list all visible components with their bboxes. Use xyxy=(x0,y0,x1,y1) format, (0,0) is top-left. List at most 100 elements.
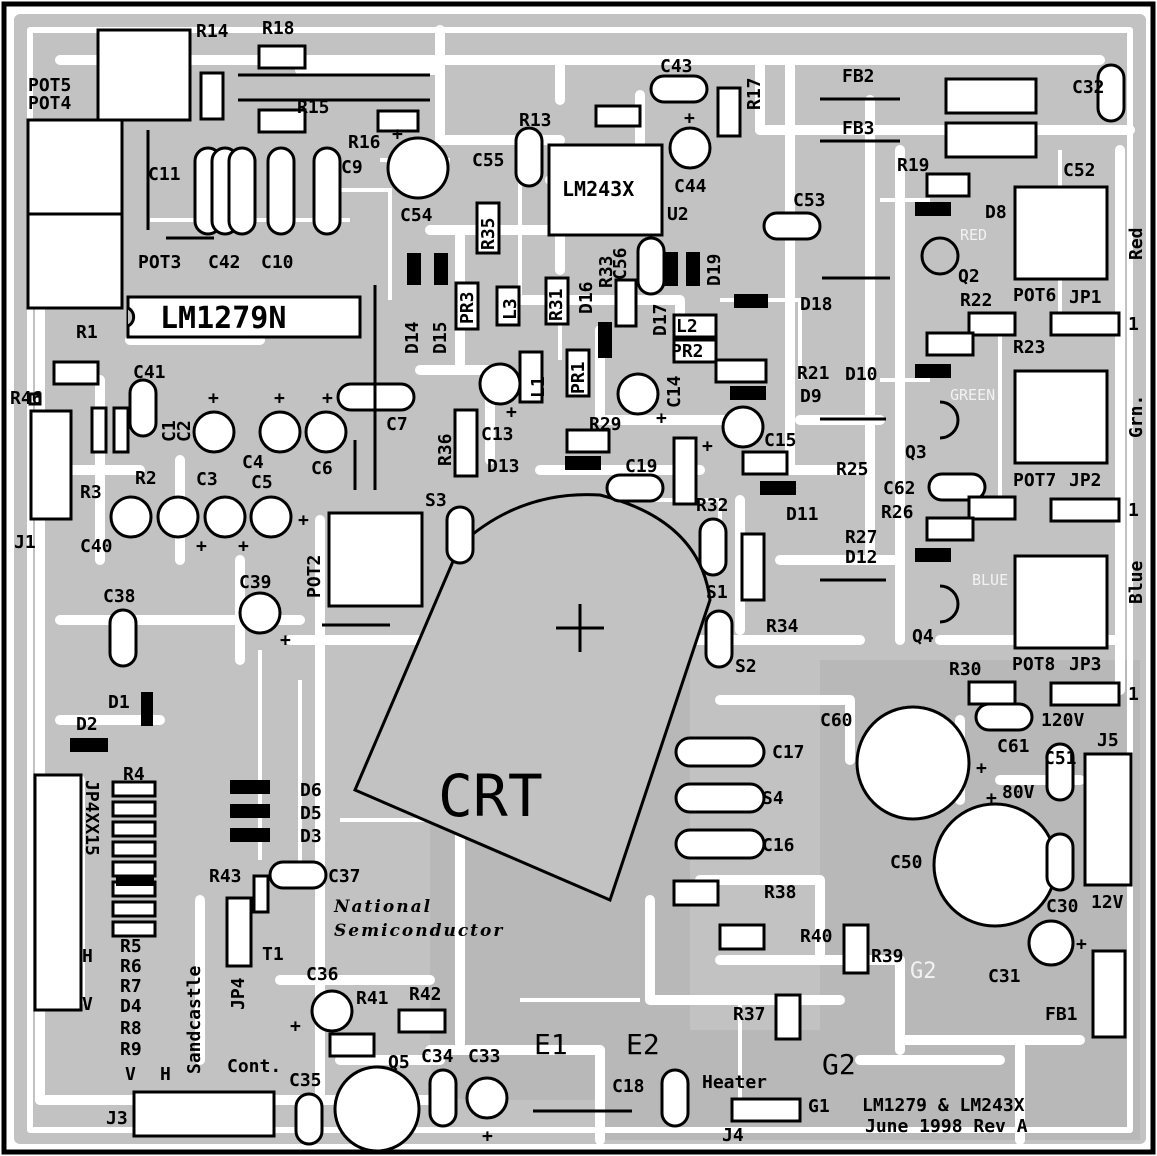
ref-c17: C17 xyxy=(772,742,805,763)
ref-r43: R43 xyxy=(209,866,242,887)
ref-c36: C36 xyxy=(306,964,339,985)
ref-d9: D9 xyxy=(800,386,822,407)
svg-text:+: + xyxy=(298,510,309,531)
maker-line1: National xyxy=(333,897,432,917)
ref-r27: R27 xyxy=(845,527,878,548)
jp4-label: JP4 xyxy=(228,977,249,1010)
jp4xx15-label: JP4XX15 xyxy=(81,780,102,856)
svg-text:+: + xyxy=(656,408,667,429)
j3-label: J3 xyxy=(106,1108,128,1129)
channel-blue: Blue xyxy=(1126,560,1147,604)
ref-c18: C18 xyxy=(612,1076,645,1097)
s1-label: S1 xyxy=(706,582,728,603)
ref-c51: C51 xyxy=(1044,748,1077,769)
ref-r37: R37 xyxy=(733,1004,766,1025)
ref-c52: C52 xyxy=(1063,160,1096,181)
pot4-label: POT4 xyxy=(28,93,72,114)
board-revision: June 1998 Rev A xyxy=(865,1116,1028,1137)
ghost-blue: BLUE xyxy=(972,571,1008,589)
ref-c5: C5 xyxy=(251,472,273,493)
ref-d18: D18 xyxy=(800,294,833,315)
ic-u2-ref: U2 xyxy=(667,204,689,225)
svg-text:+: + xyxy=(274,388,285,409)
ref-c39: C39 xyxy=(239,572,272,593)
svg-text:+: + xyxy=(684,108,695,129)
svg-text:+: + xyxy=(208,388,219,409)
cont-label: Cont. xyxy=(227,1056,281,1077)
ref-c56: C56 xyxy=(610,247,631,280)
ref-fb1: FB1 xyxy=(1045,1004,1078,1025)
svg-text:+: + xyxy=(280,630,291,651)
ref-r46: R46 xyxy=(10,388,43,409)
ref-c16: C16 xyxy=(762,835,795,856)
signal-v-left: V xyxy=(82,994,93,1015)
sandcastle-label: Sandcastle xyxy=(184,965,205,1074)
e1-label: E1 xyxy=(534,1028,568,1061)
ref-c61: C61 xyxy=(997,736,1030,757)
signal-d4: D4 xyxy=(120,996,142,1017)
pot6-label: POT6 xyxy=(1013,285,1056,306)
ref-d3: D3 xyxy=(300,826,322,847)
ref-r1: R1 xyxy=(76,322,98,343)
ref-c34: C34 xyxy=(421,1046,454,1067)
ref-c11: C11 xyxy=(148,164,181,185)
ref-c37: C37 xyxy=(328,866,361,887)
svg-text:+: + xyxy=(322,388,333,409)
svg-text:+: + xyxy=(290,1016,301,1037)
ref-q3: Q3 xyxy=(905,442,927,463)
jp1-pin1: 1 xyxy=(1128,314,1139,335)
ref-d1: D1 xyxy=(108,692,130,713)
ref-r16: R16 xyxy=(348,132,381,153)
ic-u1-label: LM1279N xyxy=(160,301,286,336)
ref-pr1: PR1 xyxy=(568,361,589,394)
ref-r14: R14 xyxy=(196,21,229,42)
e2-label: E2 xyxy=(626,1028,660,1061)
ref-r34: R34 xyxy=(766,616,799,637)
j1-label: J1 xyxy=(14,532,36,553)
ref-c9: C9 xyxy=(341,157,363,178)
ref-r21: R21 xyxy=(797,363,830,384)
channel-green: Grn. xyxy=(1126,395,1147,438)
ref-r4: R4 xyxy=(123,764,145,785)
jp3-label: JP3 xyxy=(1069,654,1102,675)
ref-d2: D2 xyxy=(76,714,98,735)
supply-120v: 120V xyxy=(1041,710,1085,731)
svg-text:+: + xyxy=(238,536,249,557)
ref-r23: R23 xyxy=(1013,337,1046,358)
ref-r26: R26 xyxy=(881,502,914,523)
ref-c42: C42 xyxy=(208,252,241,273)
ref-r29: R29 xyxy=(589,414,622,435)
ref-c3: C3 xyxy=(196,469,218,490)
ref-d19: D19 xyxy=(704,253,725,286)
ref-r32: R32 xyxy=(696,495,729,516)
svg-text:+: + xyxy=(506,402,517,423)
ref-r3: R3 xyxy=(80,482,102,503)
signal-h-left: H xyxy=(82,946,93,967)
ref-d15: D15 xyxy=(430,321,451,354)
ref-r18: R18 xyxy=(262,18,295,39)
maker-line2: Semiconductor xyxy=(334,921,504,941)
ref-c2: C2 xyxy=(174,420,195,442)
ref-r19: R19 xyxy=(897,155,930,176)
channel-red: Red xyxy=(1126,227,1147,260)
jp3-pin1: 1 xyxy=(1128,684,1139,705)
g2-ghost: G2 xyxy=(910,959,937,984)
g1-label: G1 xyxy=(808,1096,830,1117)
ref-c13: C13 xyxy=(481,424,514,445)
pot3-label: POT3 xyxy=(138,252,181,273)
s3-label: S3 xyxy=(425,490,447,511)
ghost-green: GREEN xyxy=(950,386,995,404)
j4-label: J4 xyxy=(722,1125,744,1146)
signal-r7: R7 xyxy=(120,976,142,997)
ref-r33: R33 xyxy=(596,255,617,288)
ref-fb2: FB2 xyxy=(842,66,875,87)
ref-c32: C32 xyxy=(1072,77,1105,98)
svg-text:+: + xyxy=(482,1126,493,1147)
crt-label: CRT xyxy=(438,762,543,830)
ref-c31: C31 xyxy=(988,966,1021,987)
svg-text:+: + xyxy=(1076,934,1087,955)
signal-v-j3: V xyxy=(125,1064,136,1085)
svg-text:+: + xyxy=(392,124,403,145)
svg-text:+: + xyxy=(986,788,997,809)
